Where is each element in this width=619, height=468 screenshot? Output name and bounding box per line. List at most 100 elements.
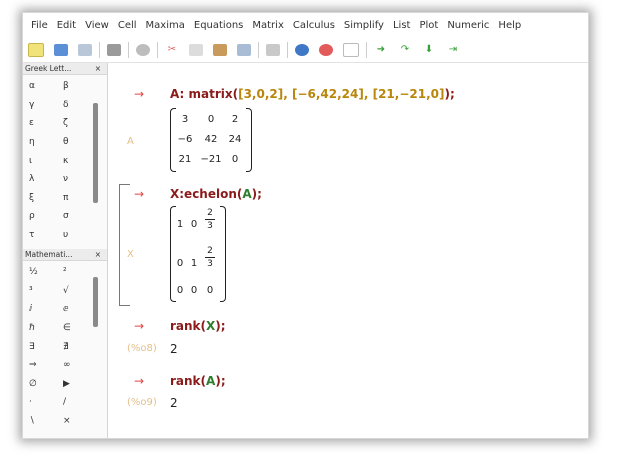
greek-rho[interactable]: ρ (29, 211, 35, 222)
cmd-text: ); (215, 319, 226, 333)
greek-pi[interactable]: π (63, 192, 69, 203)
cell-bracket[interactable] (119, 184, 130, 306)
math-panel-header: Mathemati... × (23, 249, 107, 261)
greek-scrollbar[interactable] (93, 103, 98, 203)
menu-view[interactable]: View (85, 19, 109, 31)
input-cell-echelon[interactable]: X:echelon(A); (170, 187, 262, 201)
open-icon[interactable] (54, 43, 68, 56)
close-icon[interactable]: × (94, 64, 101, 73)
math-symbol[interactable]: ∅ (29, 378, 37, 389)
cmd-var: A (242, 187, 252, 201)
find-icon[interactable] (266, 43, 280, 56)
toolbar-separator (287, 41, 288, 58)
input-cell-matrix[interactable]: A: matrix([3,0,2], [−6,42,24], [21,−21,0… (170, 87, 455, 101)
menu-file[interactable]: File (31, 19, 48, 31)
matrix-cell: 0 (190, 219, 198, 230)
greek-nu[interactable]: ν (63, 174, 69, 185)
greek-epsilon[interactable]: ε (29, 118, 34, 129)
menu-simplify[interactable]: Simplify (343, 19, 384, 31)
greek-tau[interactable]: τ (29, 230, 35, 241)
menu-bar: File Edit View Cell Maxima Equations Mat… (23, 13, 588, 37)
menu-help[interactable]: Help (498, 19, 522, 31)
math-symbol[interactable]: ∈ (63, 323, 71, 334)
matrix-cell: −6 (177, 134, 193, 145)
fraction-denominator: 3 (207, 221, 213, 231)
input-cell-rank-x[interactable]: rank(X); (170, 319, 226, 333)
toolbar-separator (128, 41, 129, 58)
paste-icon[interactable] (213, 43, 227, 56)
greek-delta[interactable]: δ (63, 99, 69, 110)
matrix-cell: 0 (231, 154, 239, 165)
download-icon[interactable]: ⬇ (424, 43, 434, 55)
math-symbol[interactable]: ▶ (63, 378, 70, 389)
input-arrow-icon: → (134, 319, 145, 333)
cut-icon[interactable]: ✂ (167, 43, 177, 55)
math-symbol[interactable]: ⅈ (29, 304, 33, 315)
stop-icon[interactable] (319, 43, 333, 56)
save-icon[interactable] (78, 43, 92, 56)
math-symbol[interactable]: ∖ (29, 416, 35, 427)
math-symbol[interactable]: / (63, 397, 67, 408)
math-symbol[interactable]: ∄ (63, 341, 69, 352)
math-symbol[interactable]: ℏ (29, 323, 35, 334)
math-symbol[interactable]: · (29, 397, 32, 408)
menu-numeric[interactable]: Numeric (447, 19, 490, 31)
up-icon[interactable] (343, 42, 359, 57)
menu-equations[interactable]: Equations (193, 19, 244, 31)
greek-panel-header: Greek Lett... × (23, 63, 107, 75)
greek-lambda[interactable]: λ (29, 174, 35, 185)
greek-xi[interactable]: ξ (29, 192, 35, 203)
greek-kappa[interactable]: κ (63, 155, 69, 166)
greek-alpha[interactable]: α (29, 81, 35, 92)
cmd-text: ); (215, 374, 226, 388)
menu-plot[interactable]: Plot (419, 19, 439, 31)
math-symbol[interactable]: ³ (29, 285, 33, 296)
math-symbol[interactable]: ² (63, 267, 67, 278)
settings-icon[interactable] (136, 43, 150, 56)
right-bracket (220, 206, 226, 302)
greek-beta[interactable]: β (63, 81, 69, 92)
math-symbol[interactable]: ∃ (29, 341, 35, 352)
math-scrollbar[interactable] (93, 277, 98, 327)
greek-iota[interactable]: ι (29, 155, 33, 166)
fraction-numerator: 2 (207, 246, 213, 256)
greek-gamma[interactable]: γ (29, 99, 35, 110)
refresh-icon[interactable] (295, 43, 309, 56)
greek-sigma[interactable]: σ (63, 211, 69, 222)
math-symbol[interactable]: ⅇ (63, 304, 69, 315)
math-row: ∖× (23, 412, 93, 431)
select-all-icon[interactable] (237, 43, 251, 56)
matrix-cell: 0 (190, 285, 198, 296)
greek-upsilon[interactable]: υ (63, 230, 69, 241)
greek-zeta[interactable]: ζ (63, 118, 68, 129)
end-icon[interactable]: ⇥ (448, 43, 458, 55)
math-symbol[interactable]: × (63, 416, 71, 427)
menu-maxima[interactable]: Maxima (145, 19, 185, 31)
menu-calculus[interactable]: Calculus (292, 19, 335, 31)
math-symbol[interactable]: ½ (29, 267, 38, 278)
greek-eta[interactable]: η (29, 137, 35, 148)
math-symbol[interactable]: ⇒ (29, 360, 37, 371)
matrix-cell: −21 (200, 154, 222, 165)
input-cell-rank-a[interactable]: rank(A); (170, 374, 226, 388)
menu-cell[interactable]: Cell (117, 19, 137, 31)
menu-edit[interactable]: Edit (56, 19, 77, 31)
greek-theta[interactable]: θ (63, 137, 69, 148)
menu-list[interactable]: List (392, 19, 411, 31)
menu-matrix[interactable]: Matrix (252, 19, 284, 31)
continue-icon[interactable]: ↷ (400, 43, 410, 55)
output-value: 2 (170, 342, 178, 356)
close-icon[interactable]: × (94, 250, 101, 259)
new-icon[interactable] (28, 42, 44, 57)
math-symbol[interactable]: ∞ (63, 360, 71, 371)
print-icon[interactable] (107, 43, 121, 56)
step-icon[interactable]: ➜ (376, 43, 386, 55)
math-symbol[interactable]: √ (63, 285, 69, 296)
copy-icon[interactable] (189, 43, 203, 56)
